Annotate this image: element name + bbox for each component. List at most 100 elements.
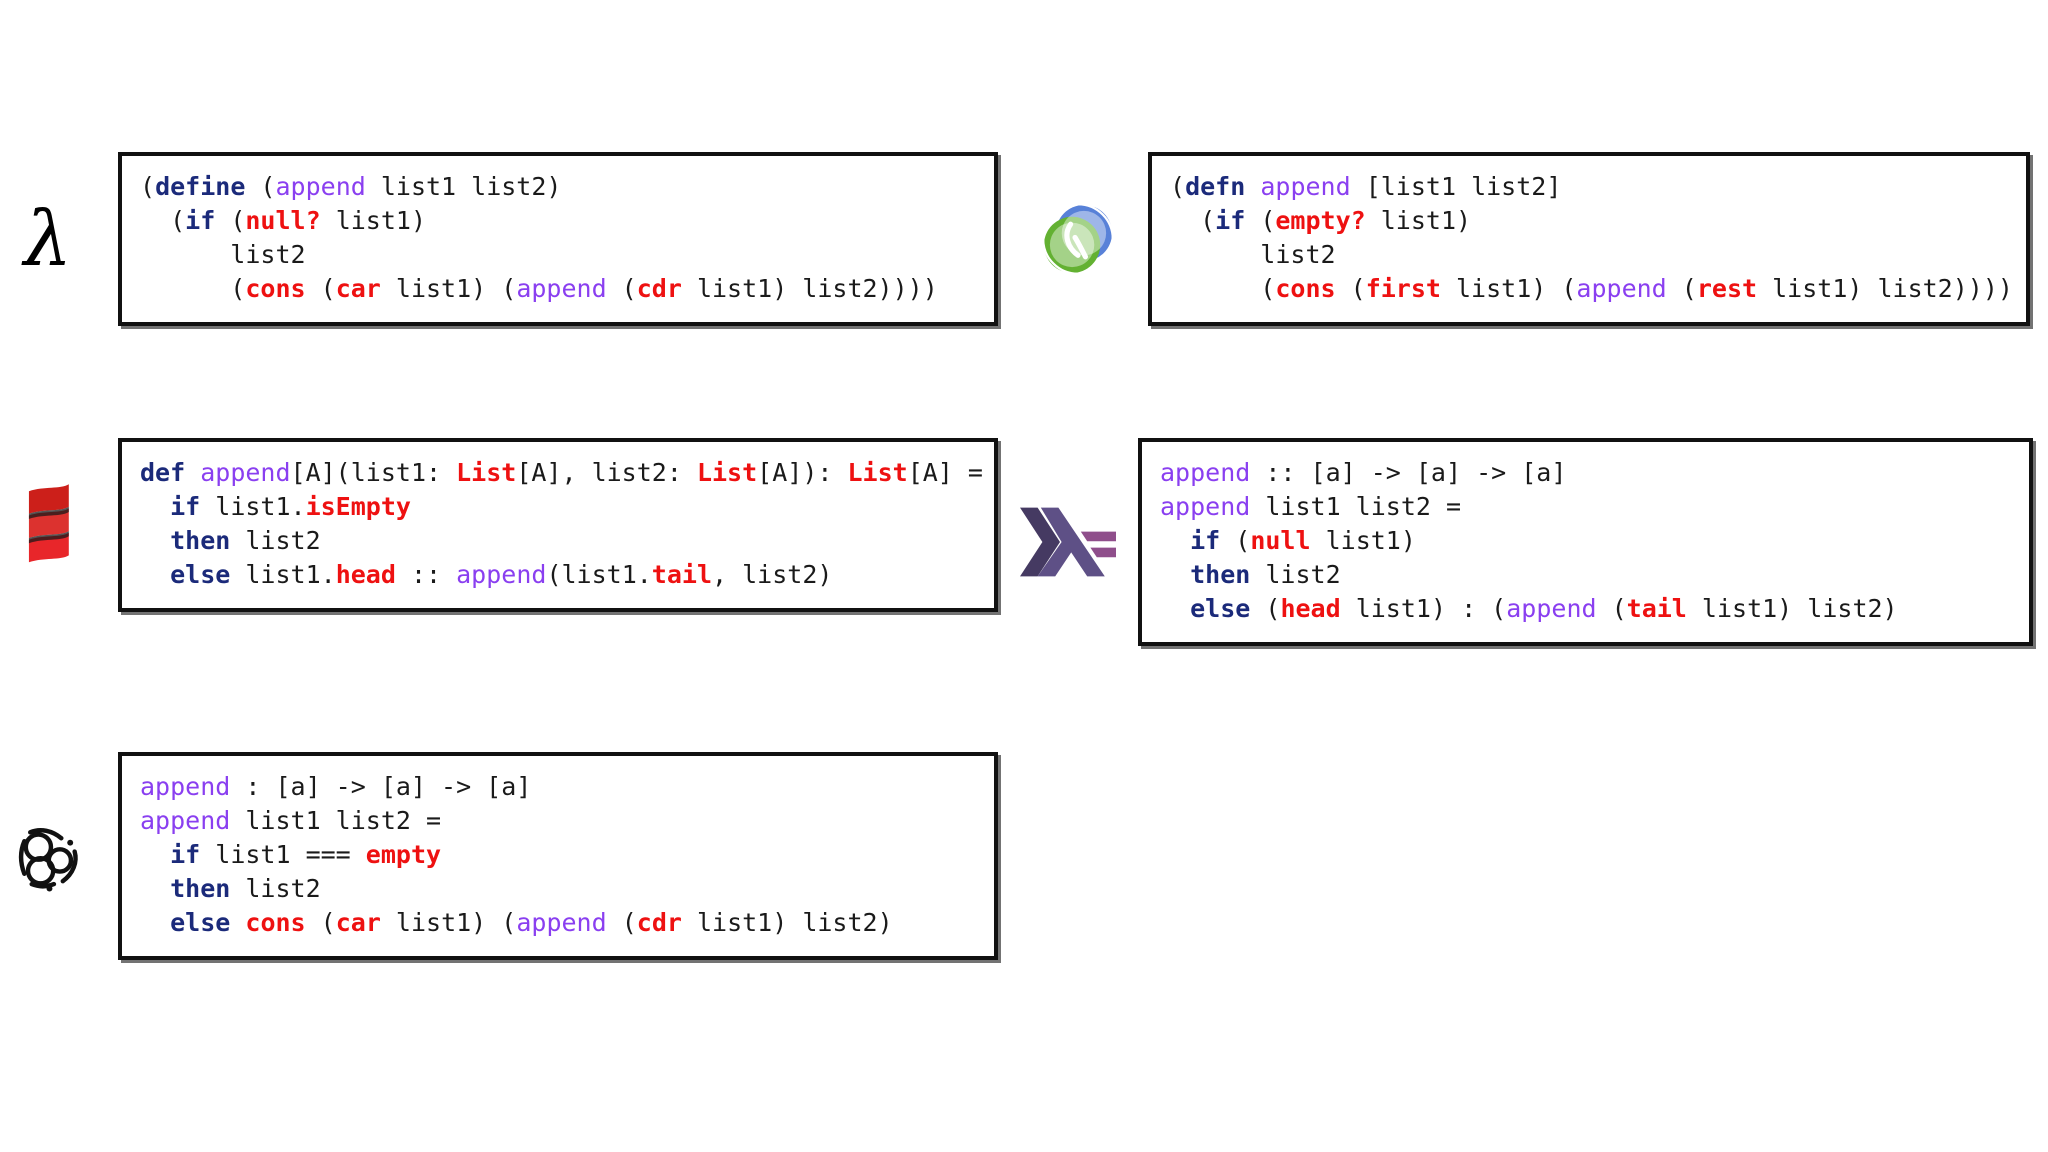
code-token: then	[1190, 560, 1251, 589]
code-token: [A]):	[757, 458, 848, 487]
elm-logo-svg	[18, 828, 78, 892]
code-text-scala: def append[A](list1: List[A], list2: Lis…	[140, 456, 983, 592]
code-token: isEmpty	[305, 492, 411, 521]
code-box-elm[interactable]: append : [a] -> [a] -> [a] append list1 …	[118, 752, 998, 960]
code-token: if	[170, 840, 201, 869]
code-token: [list1 list2]	[1350, 172, 1562, 201]
code-token: List	[456, 458, 517, 487]
code-token: append	[1506, 594, 1597, 623]
code-token: list1) list2)	[681, 908, 893, 937]
code-token	[185, 458, 200, 487]
haskell-logo-svg	[1020, 507, 1116, 577]
code-box-scala[interactable]: def append[A](list1: List[A], list2: Lis…	[118, 438, 998, 612]
code-token: if	[170, 492, 201, 521]
code-token: (	[215, 206, 246, 235]
code-token: append	[200, 458, 291, 487]
code-token	[230, 908, 245, 937]
code-token: (	[1220, 526, 1251, 555]
code-token: list1)	[320, 206, 426, 235]
code-token: append	[516, 908, 607, 937]
code-token: def	[140, 458, 186, 487]
code-token: if	[1190, 526, 1221, 555]
code-token	[140, 840, 170, 869]
code-token: tail	[651, 560, 713, 589]
code-token: null?	[245, 206, 321, 235]
code-token: (	[305, 274, 336, 303]
code-token: (	[606, 908, 637, 937]
code-token: list2	[230, 526, 321, 555]
code-token	[140, 874, 170, 903]
code-token: (	[140, 172, 156, 201]
code-token: cons	[245, 274, 306, 303]
code-token: [A], list2:	[516, 458, 697, 487]
code-box-scheme[interactable]: (define (append list1 list2) (if (null? …	[118, 152, 998, 326]
code-token: (	[1170, 206, 1216, 235]
code-token: list2	[1250, 560, 1341, 589]
code-token: [A] =	[907, 458, 983, 487]
code-token: list1) list2))))	[1757, 274, 2013, 303]
code-token: , list2)	[712, 560, 833, 589]
code-token: null	[1250, 526, 1311, 555]
code-token: list1)	[1365, 206, 1472, 235]
code-token: List	[696, 458, 758, 487]
lambda-icon: λ	[0, 179, 96, 299]
code-box-haskell[interactable]: append :: [a] -> [a] -> [a] append list1…	[1138, 438, 2033, 646]
code-token: (	[245, 172, 276, 201]
code-block-haskell: append :: [a] -> [a] -> [a] append list1…	[1020, 438, 2033, 646]
code-token: car	[335, 908, 381, 937]
code-token	[140, 908, 170, 937]
code-token: list1) : (	[1340, 594, 1507, 623]
code-token: (	[1596, 594, 1627, 623]
code-token: (	[140, 206, 186, 235]
code-token: define	[155, 172, 246, 201]
code-text-scheme: (define (append list1 list2) (if (null? …	[140, 170, 976, 306]
code-token: (	[1250, 594, 1281, 623]
code-text-haskell: append :: [a] -> [a] -> [a] append list1…	[1160, 456, 2011, 626]
code-token: list1.	[230, 560, 336, 589]
code-token: append	[1576, 274, 1667, 303]
code-token: append	[516, 274, 607, 303]
clojure-logo-svg	[1042, 203, 1114, 275]
code-token: list1) (	[380, 908, 517, 937]
code-token: if	[1215, 206, 1246, 235]
code-token: append	[1160, 458, 1251, 487]
code-text-clojure: (defn append [list1 list2] (if (empty? l…	[1170, 170, 2013, 306]
code-token: list2	[230, 874, 321, 903]
code-token: list1) list2))))	[681, 274, 938, 303]
code-token: (	[1666, 274, 1697, 303]
code-token: then	[170, 526, 231, 555]
code-token: tail	[1626, 594, 1687, 623]
code-token: list1 list2)	[365, 172, 562, 201]
code-token: if	[185, 206, 216, 235]
code-block-scheme: λ (define (append list1 list2) (if (null…	[0, 152, 998, 326]
code-block-scala: def append[A](list1: List[A], list2: Lis…	[0, 438, 998, 612]
code-token: list1) list2)	[1686, 594, 1898, 623]
code-token: empty	[365, 840, 442, 869]
code-token	[140, 560, 170, 589]
code-text-elm: append : [a] -> [a] -> [a] append list1 …	[140, 770, 976, 940]
haskell-icon	[1020, 482, 1116, 602]
code-token: head	[335, 560, 396, 589]
code-token: cons	[245, 908, 306, 937]
code-token: append	[1260, 172, 1351, 201]
code-token	[140, 492, 170, 521]
code-token: list2	[1170, 240, 1336, 269]
code-token: list1 list2 =	[1250, 492, 1462, 521]
code-token: head	[1280, 594, 1341, 623]
elm-icon	[0, 796, 96, 916]
code-token: append	[275, 172, 366, 201]
code-token: append	[456, 560, 547, 589]
code-token: list2	[140, 240, 306, 269]
code-token	[1160, 594, 1190, 623]
code-box-clojure[interactable]: (defn append [list1 list2] (if (empty? l…	[1148, 152, 2030, 326]
code-token: (	[1170, 172, 1186, 201]
code-token: else	[170, 908, 231, 937]
code-token: (	[1335, 274, 1366, 303]
code-block-clojure: (defn append [list1 list2] (if (empty? l…	[1030, 152, 2030, 326]
code-token: first	[1365, 274, 1441, 303]
code-token: [A](list1:	[290, 458, 457, 487]
code-token: cdr	[636, 908, 682, 937]
code-token: list1)	[1310, 526, 1416, 555]
scala-logo-svg	[28, 484, 69, 563]
